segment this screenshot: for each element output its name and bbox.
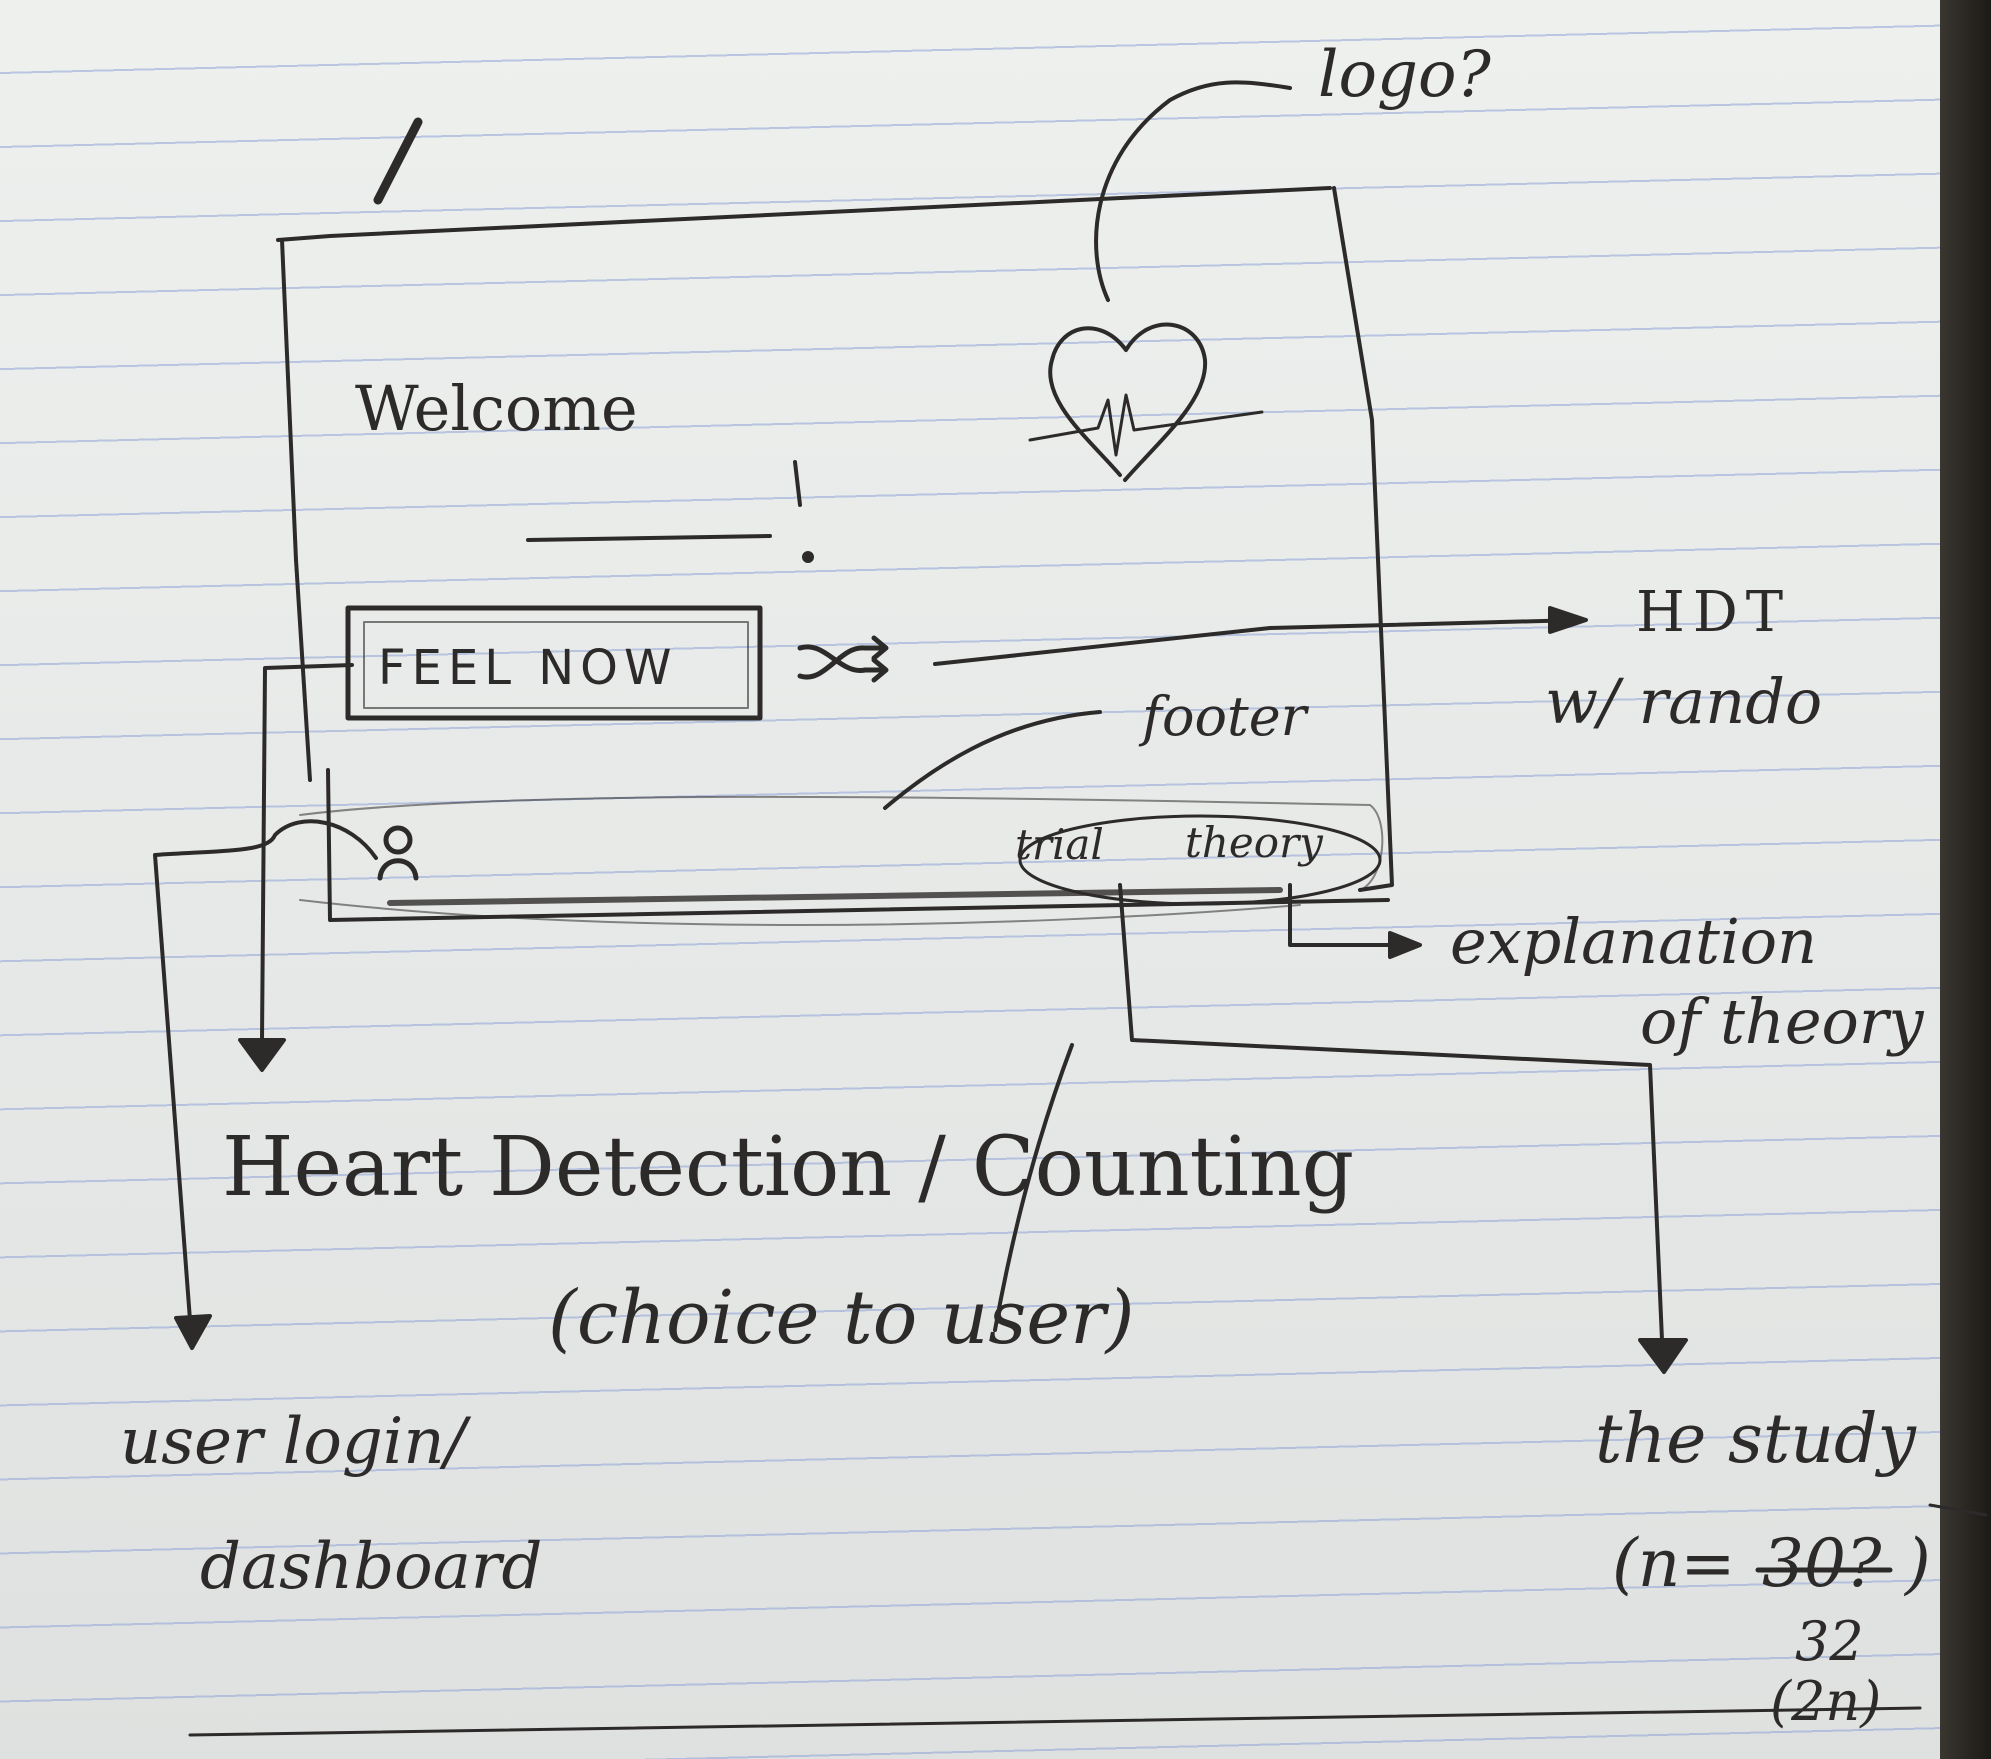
heart-pulse-logo-icon bbox=[1028, 322, 1264, 482]
arrow-head-study bbox=[1638, 1338, 1688, 1374]
trial-link[interactable]: trial bbox=[1015, 820, 1104, 869]
login-line2: dashboard bbox=[200, 1530, 543, 1604]
study-line1: the study bbox=[1595, 1400, 1916, 1479]
footer-pointer bbox=[883, 710, 1102, 810]
welcome-text: Welcome bbox=[355, 372, 638, 445]
mode-line1: Heart Detection / Counting bbox=[222, 1120, 1355, 1215]
logo-pointer bbox=[1094, 80, 1292, 302]
study-struck-value: 30? bbox=[1762, 1525, 1882, 1602]
logo-note: logo? bbox=[1318, 38, 1491, 112]
theory-link[interactable]: theory bbox=[1185, 818, 1323, 867]
feel-now-button-outline bbox=[345, 605, 763, 721]
frame-bottom bbox=[326, 768, 1390, 922]
login-line1: user login/ bbox=[120, 1405, 467, 1479]
study-n-close: ) bbox=[1905, 1525, 1931, 1602]
exclaim-dot bbox=[802, 551, 814, 563]
arrow-to-study bbox=[1118, 883, 1664, 1342]
arrow-to-explanation bbox=[1288, 883, 1402, 947]
arrow-head-mode bbox=[238, 1038, 286, 1072]
study-n-power: (2n) bbox=[1770, 1670, 1882, 1733]
arrow-to-hdt bbox=[933, 618, 1582, 666]
hdt-sub: w/ rando bbox=[1545, 665, 1823, 738]
study-n-open: (n= bbox=[1612, 1525, 1736, 1602]
dark-edge bbox=[1940, 0, 1991, 1759]
arrow-head-explanation bbox=[1388, 931, 1422, 959]
footer-bar-line bbox=[387, 887, 1283, 906]
feel-now-button[interactable]: FEEL NOW bbox=[378, 640, 678, 696]
slash-separator bbox=[993, 1043, 1074, 1332]
arrow-to-mode bbox=[260, 663, 354, 1042]
shuffle-icon bbox=[797, 635, 889, 683]
study-n-value: 32 bbox=[1795, 1610, 1864, 1673]
user-icon bbox=[377, 825, 419, 881]
arrow-to-login bbox=[153, 819, 378, 1322]
frame-left bbox=[280, 238, 312, 782]
arrow-head-hdt bbox=[1548, 606, 1588, 634]
footer-note: footer bbox=[1142, 685, 1307, 748]
footer-bar-scribble bbox=[299, 795, 1384, 891]
bottom-rule bbox=[188, 1706, 1922, 1737]
frame-top bbox=[276, 186, 1332, 242]
frame-right bbox=[1332, 186, 1394, 892]
footer-links-oval bbox=[1018, 814, 1382, 906]
arrow-head-login bbox=[174, 1314, 212, 1350]
stray-pencil-mark bbox=[373, 117, 423, 205]
mode-line2: (choice to user) bbox=[548, 1275, 1135, 1361]
hdt-label: HDT bbox=[1636, 580, 1792, 645]
welcome-underline bbox=[526, 534, 772, 542]
explanation-line2: of theory bbox=[1640, 985, 1924, 1058]
explanation-line1: explanation bbox=[1450, 905, 1818, 978]
